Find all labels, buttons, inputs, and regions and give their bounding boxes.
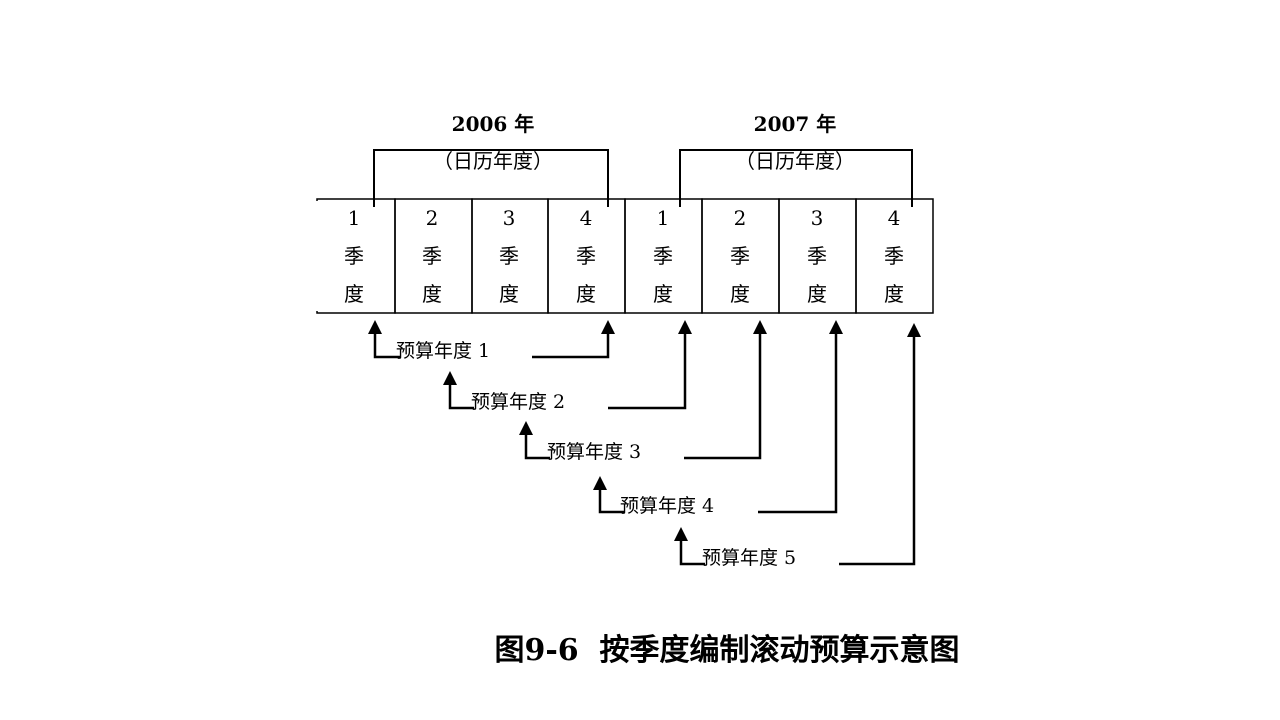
budget-year-3-left-line xyxy=(524,434,550,460)
year-2007-bracket xyxy=(679,149,913,207)
quarter-char: 季 xyxy=(576,244,596,268)
arrowhead-up-icon xyxy=(519,421,533,435)
arrowhead-up-icon xyxy=(443,371,457,385)
quarter-char: 季 xyxy=(884,244,904,268)
quarter-cell xyxy=(855,198,934,314)
budget-year-1-label: 预算年度 1 xyxy=(396,340,490,362)
quarter-number: 2 xyxy=(426,206,439,230)
quarter-char: 季 xyxy=(807,244,827,268)
quarter-char: 季 xyxy=(344,244,364,268)
year-2006-bracket xyxy=(373,149,609,207)
quarter-char: 季 xyxy=(422,244,442,268)
budget-year-3-right-line xyxy=(684,333,762,460)
budget-year-2-label: 预算年度 2 xyxy=(471,391,565,413)
budget-year-4-left-line xyxy=(598,489,624,514)
figure-caption: 图9-6 按季度编制滚动预算示意图 xyxy=(494,633,959,668)
budget-year-5-label: 预算年度 5 xyxy=(702,547,796,569)
quarter-number: 4 xyxy=(888,206,901,230)
quarter-number: 4 xyxy=(580,206,593,230)
arrowhead-up-icon xyxy=(753,320,767,334)
year-2006-calendar-label: （日历年度） xyxy=(433,149,553,173)
quarter-number: 3 xyxy=(503,206,516,230)
year-2007-calendar-label: （日历年度） xyxy=(735,149,855,173)
arrowhead-up-icon xyxy=(907,323,921,337)
quarter-char: 度 xyxy=(884,282,904,306)
year-2007-label: 2007 年 xyxy=(754,112,837,136)
budget-year-3-label: 预算年度 3 xyxy=(547,441,641,463)
quarter-char: 度 xyxy=(422,282,442,306)
quarter-texts: 1 季 度 2 季 度 3 季 度 4 季 度 1 季 度 2 季 度 3 季 … xyxy=(344,206,904,306)
quarter-char: 季 xyxy=(653,244,673,268)
budget-year-4-label: 预算年度 4 xyxy=(620,495,714,517)
budget-year-1-right-line xyxy=(532,333,610,359)
left-edge-mask xyxy=(310,201,330,311)
quarter-char: 度 xyxy=(344,282,364,306)
budget-year-connectors: 预算年度 1 预算年度 2 预算年度 3 预算年度 4 预算年度 5 xyxy=(368,320,921,569)
quarter-number: 1 xyxy=(348,206,361,230)
quarter-char: 季 xyxy=(499,244,519,268)
arrowhead-up-icon xyxy=(678,320,692,334)
year-2006-label: 2006 年 xyxy=(452,112,535,136)
budget-year-4-right-line xyxy=(758,333,838,514)
quarter-char: 度 xyxy=(576,282,596,306)
quarter-char: 度 xyxy=(807,282,827,306)
arrowhead-up-icon xyxy=(829,320,843,334)
quarter-cells xyxy=(310,198,934,314)
budget-year-2-left-line xyxy=(448,384,474,410)
arrowhead-up-icon xyxy=(368,320,382,334)
quarter-number: 3 xyxy=(811,206,824,230)
arrowhead-up-icon xyxy=(601,320,615,334)
budget-year-5-left-line xyxy=(679,540,705,566)
arrowhead-up-icon xyxy=(674,527,688,541)
quarter-char: 度 xyxy=(499,282,519,306)
quarter-number: 1 xyxy=(657,206,670,230)
budget-year-1-left-line xyxy=(373,333,400,359)
budget-year-5-right-line xyxy=(839,336,916,566)
quarter-number: 2 xyxy=(734,206,747,230)
quarter-char: 度 xyxy=(653,282,673,306)
arrowhead-up-icon xyxy=(593,476,607,490)
quarter-char: 度 xyxy=(730,282,750,306)
quarter-char: 季 xyxy=(730,244,750,268)
budget-year-2-right-line xyxy=(608,333,687,410)
